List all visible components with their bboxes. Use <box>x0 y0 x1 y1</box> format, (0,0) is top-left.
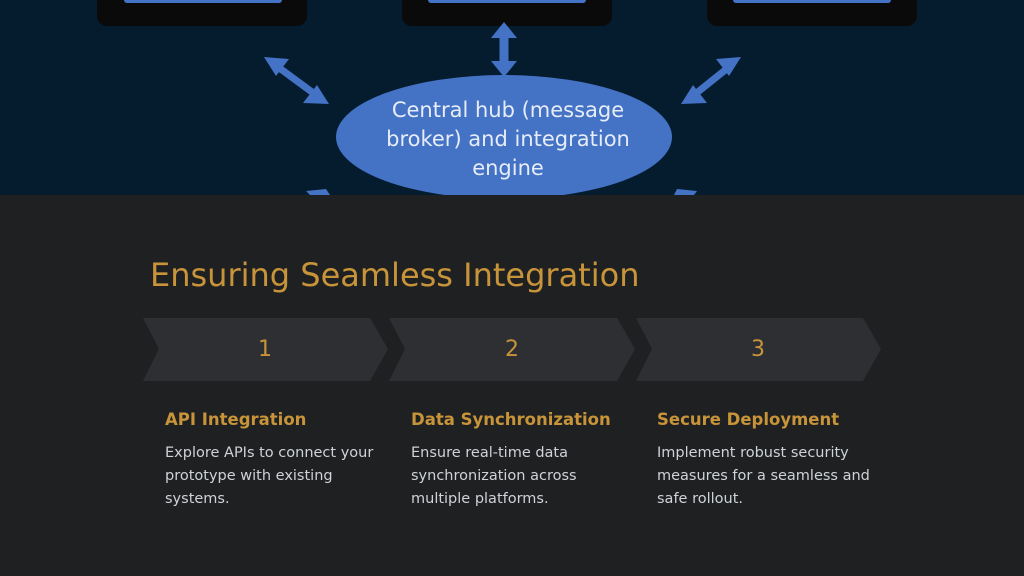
central-hub <box>336 75 672 195</box>
system-card-right <box>707 0 917 26</box>
step-number-1: 1 <box>258 337 272 362</box>
step-chevron-1 <box>143 318 388 381</box>
step-title-3: Secure Deployment <box>657 410 840 429</box>
step-description-3: Implement robust security measures for a… <box>657 445 870 507</box>
step-card-3: Secure Deployment Implement robust secur… <box>657 408 872 511</box>
step-chevron-3 <box>636 318 881 381</box>
integration-diagram: Central hub (message broker) and integra… <box>0 0 1024 195</box>
step-description-2: Ensure real-time data synchronization ac… <box>411 445 577 507</box>
content-panel <box>0 195 1024 576</box>
hub-label: Central hub (message broker) and integra… <box>386 98 630 180</box>
step-description-1: Explore APIs to connect your prototype w… <box>165 445 374 507</box>
system-card-left <box>97 0 307 26</box>
step-card-2: Data Synchronization Ensure real-time da… <box>411 408 626 511</box>
step-number-2: 2 <box>505 337 519 362</box>
arrow-fragment-right <box>674 189 697 195</box>
system-card-center <box>402 0 612 26</box>
arrow-fragment-left <box>306 189 330 195</box>
step-title-1: API Integration <box>165 410 307 429</box>
step-number-3: 3 <box>751 337 765 362</box>
double-arrow-icon-center <box>491 22 517 77</box>
step-chevron-2 <box>389 318 635 381</box>
double-arrow-icon-left <box>264 57 329 104</box>
step-title-2: Data Synchronization <box>411 410 611 429</box>
step-card-1: API Integration Explore APIs to connect … <box>165 408 380 511</box>
section-title: Ensuring Seamless Integration <box>150 256 640 294</box>
double-arrow-icon-right <box>681 57 741 104</box>
